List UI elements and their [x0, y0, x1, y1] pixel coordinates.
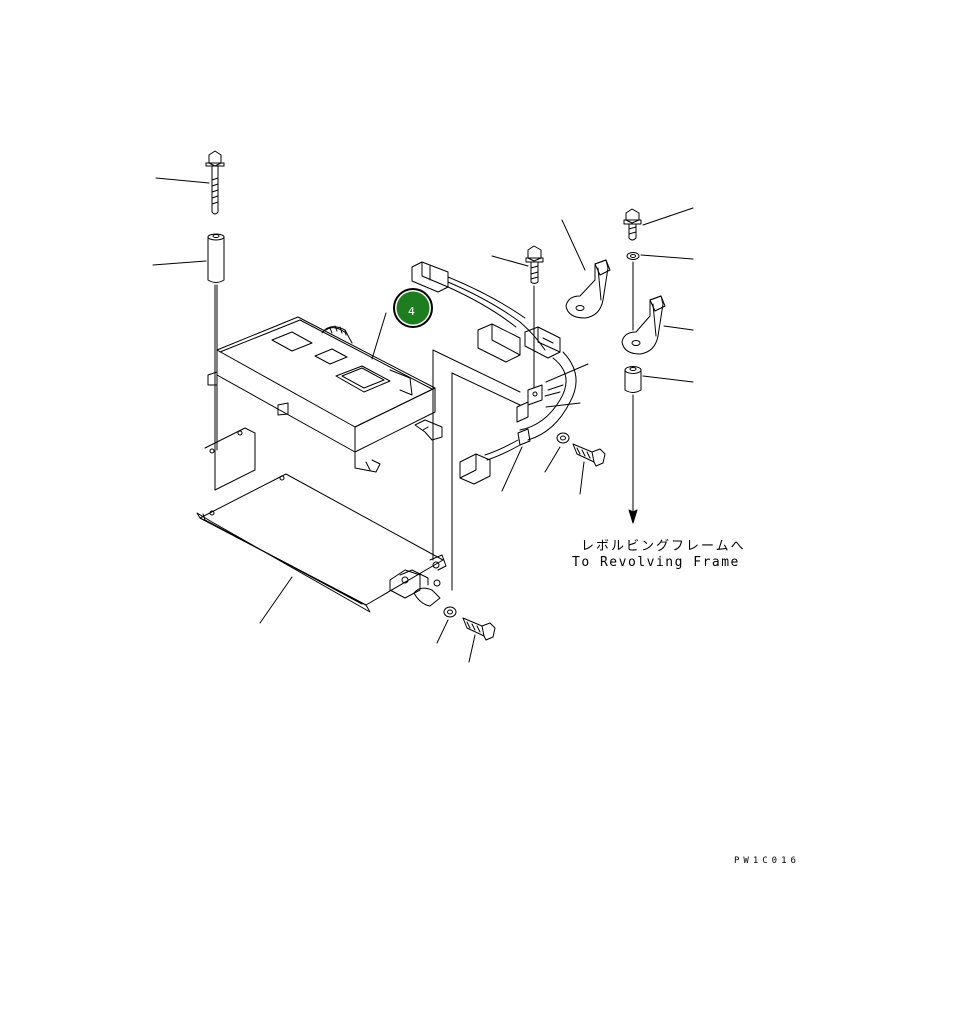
callout-circle[interactable] — [393, 288, 433, 328]
center-washer — [556, 432, 570, 444]
mounting-plate — [196, 427, 447, 613]
leader-line — [155, 177, 210, 184]
leader-line — [491, 255, 529, 267]
drawing-code: PW1C016 — [734, 856, 800, 866]
long-bolt — [205, 150, 225, 215]
center-bolt — [525, 245, 544, 284]
arrow-down-icon — [628, 509, 638, 524]
controller-unit — [207, 316, 443, 473]
bottom-clip — [413, 579, 441, 607]
callout-fill — [396, 291, 430, 325]
leader-line — [642, 375, 694, 383]
leader-line — [152, 260, 207, 266]
leader-line — [371, 312, 387, 360]
center-side-bolt — [572, 443, 606, 467]
destination-label-jp: レボルビングフレームへ — [581, 539, 746, 554]
callout-bubble[interactable]: 4 — [393, 288, 433, 328]
wiring-harness — [411, 261, 577, 485]
axis-line — [451, 372, 521, 406]
leader-line — [579, 461, 585, 495]
destination-label-en: To Revolving Frame — [572, 555, 740, 570]
callout-number: 4 — [408, 305, 415, 318]
leader-line — [501, 446, 523, 492]
leader-line — [545, 402, 581, 408]
axis-line — [432, 349, 521, 393]
leader-line — [642, 207, 694, 226]
right-spacer — [624, 366, 642, 393]
leader-line — [545, 363, 589, 383]
spacer-sleeve — [207, 233, 225, 283]
leader-line — [561, 219, 586, 271]
bottom-bolt — [462, 617, 496, 641]
upper-l-bracket — [565, 259, 611, 319]
bottom-washer — [443, 606, 457, 618]
leader-line — [468, 634, 476, 663]
right-washer — [626, 252, 640, 260]
leader-line — [663, 325, 694, 331]
leader-line — [544, 446, 561, 473]
right-l-bracket — [621, 295, 666, 355]
leader-line — [436, 619, 449, 644]
right-bolt — [623, 208, 642, 241]
leader-line — [259, 576, 293, 624]
leader-line — [640, 254, 694, 260]
